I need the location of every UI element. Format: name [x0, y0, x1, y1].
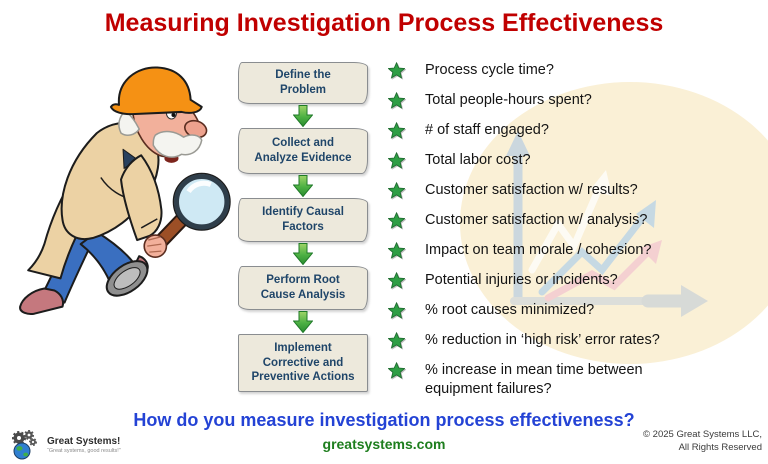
- star-icon: [388, 182, 405, 199]
- metric-label: % reduction in ‘high risk’ error rates?: [425, 332, 660, 348]
- flow-step-label: Collect and Analyze Evidence: [254, 137, 352, 164]
- down-arrow-icon: [293, 311, 313, 333]
- metric-item: Customer satisfaction w/ analysis?: [388, 211, 756, 230]
- metric-label: Customer satisfaction w/ results?: [425, 182, 638, 198]
- flow-step-label: Perform Root Cause Analysis: [260, 274, 346, 301]
- star-icon: [388, 62, 405, 79]
- metric-item: Process cycle time?: [388, 61, 756, 80]
- metric-item: Total people-hours spent?: [388, 91, 756, 110]
- metric-label: # of staff engaged?: [425, 122, 549, 138]
- flow-step-identify-causal-factors: Identify Causal Factors: [238, 198, 368, 242]
- star-icon: [388, 242, 405, 259]
- copyright-line-1: © 2025 Great Systems LLC,: [643, 429, 762, 440]
- metric-item: Potential injuries or incidents?: [388, 271, 756, 290]
- great-systems-logo: Great Systems! “Great systems, good resu…: [8, 429, 121, 461]
- star-icon: [388, 212, 405, 229]
- star-icon: [388, 272, 405, 289]
- metric-label: Total people-hours spent?: [425, 92, 592, 108]
- metric-item: % root causes minimized?: [388, 301, 756, 320]
- metric-label: Impact on team morale / cohesion?: [425, 242, 652, 258]
- metric-item: % reduction in ‘high risk’ error rates?: [388, 331, 756, 350]
- flow-step-define-problem: Define the Problem: [238, 62, 368, 104]
- metric-label: Process cycle time?: [425, 62, 554, 78]
- star-icon: [388, 332, 405, 349]
- flow-step-label: Define the Problem: [275, 69, 331, 96]
- metric-label: Total labor cost?: [425, 152, 531, 168]
- star-icon: [388, 362, 405, 379]
- star-icon: [388, 122, 405, 139]
- down-arrow-icon: [293, 243, 313, 265]
- flow-step-label: Identify Causal Factors: [262, 206, 344, 233]
- gears-globe-icon: [12, 429, 37, 460]
- metric-item: Impact on team morale / cohesion?: [388, 241, 756, 260]
- investigation-process-flowchart: Define the Problem Collect and Analyze E…: [238, 62, 368, 392]
- metric-item: # of staff engaged?: [388, 121, 756, 140]
- metric-item: Total labor cost?: [388, 151, 756, 170]
- copyright-line-2: All Rights Reserved: [678, 441, 762, 453]
- website-link[interactable]: greatsystems.com: [322, 436, 446, 452]
- star-icon: [388, 92, 405, 109]
- flow-step-perform-root-cause-analysis: Perform Root Cause Analysis: [238, 266, 368, 310]
- closing-question: How do you measure investigation process…: [133, 410, 635, 430]
- star-icon: [388, 152, 405, 169]
- slide-title: Measuring Investigation Process Effectiv…: [104, 9, 664, 37]
- logo-tagline-text: “Great systems, good results!”: [47, 448, 121, 454]
- metric-label: Customer satisfaction w/ analysis?: [425, 212, 648, 228]
- flow-step-label: Implement Corrective and Preventive Acti…: [251, 341, 355, 384]
- star-icon: [388, 302, 405, 319]
- metric-label: Potential injuries or incidents?: [425, 272, 618, 288]
- metric-label: % increase in mean time between equipmen…: [425, 362, 643, 397]
- down-arrow-icon: [293, 105, 313, 127]
- logo-brand-text: Great Systems!: [47, 436, 121, 447]
- down-arrow-icon: [293, 175, 313, 197]
- metric-label: % root causes minimized?: [425, 302, 595, 318]
- metric-item: % increase in mean time between equipmen…: [388, 361, 756, 399]
- copyright-notice: © 2025 Great Systems LLC, All Rights Res…: [643, 429, 762, 454]
- effectiveness-metrics-list: Process cycle time? Total people-hours s…: [388, 61, 756, 410]
- detective-with-magnifying-glass-illustration: [19, 66, 231, 315]
- flow-step-collect-analyze-evidence: Collect and Analyze Evidence: [238, 128, 368, 174]
- flow-step-implement-corrective-preventive-actions: Implement Corrective and Preventive Acti…: [238, 334, 368, 392]
- metric-item: Customer satisfaction w/ results?: [388, 181, 756, 200]
